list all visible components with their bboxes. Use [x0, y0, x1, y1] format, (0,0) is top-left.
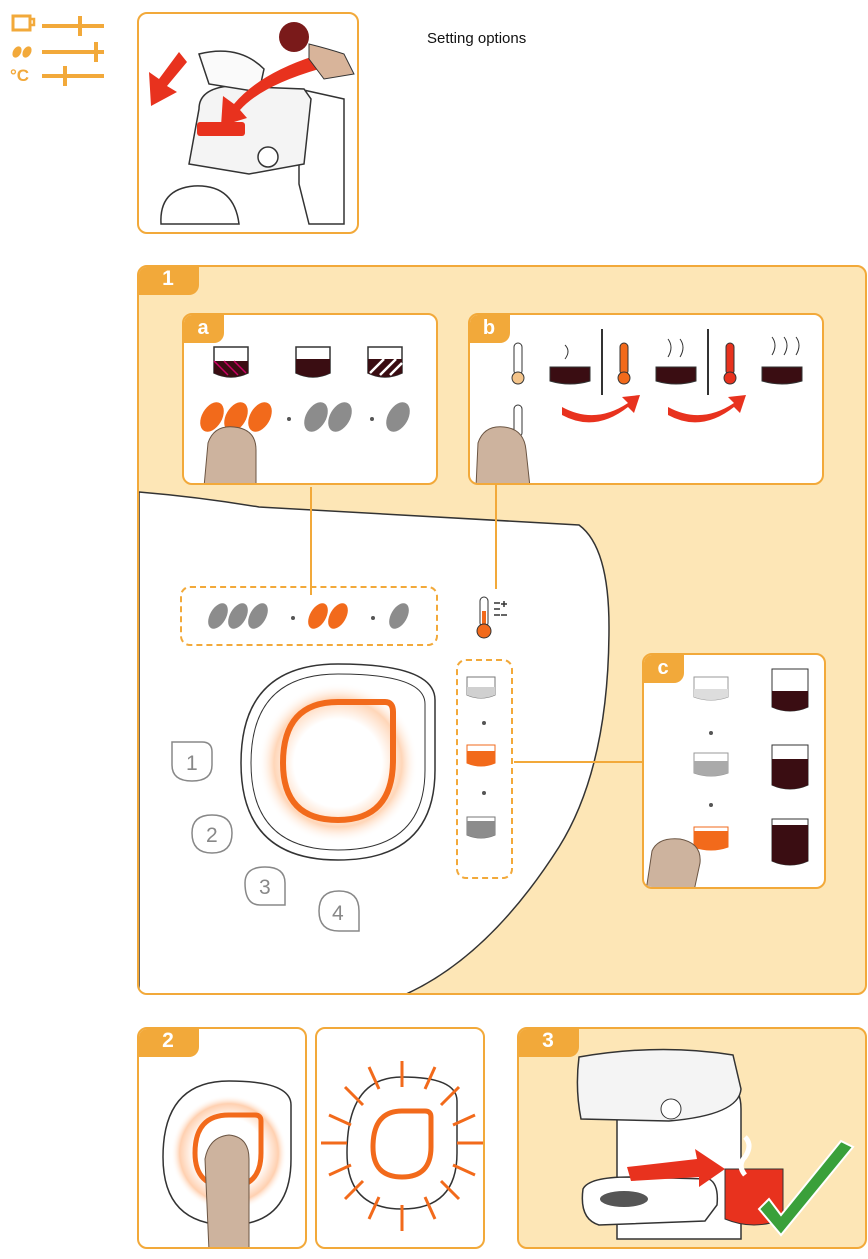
page-title: Setting options [427, 30, 527, 47]
low-temp-cup-icon [549, 344, 591, 385]
temperature-subpanel: b [468, 313, 824, 485]
strength-setting-icon [12, 42, 104, 62]
step-2-panel-glow [315, 1027, 485, 1249]
step-2-label: 2 [139, 1029, 199, 1057]
thermometer-icon [476, 596, 507, 639]
medium-coffee-cup-icon [295, 346, 331, 378]
drip-tray [581, 1176, 719, 1226]
finger-pressing-icon [203, 426, 257, 483]
cup-size-subpanel: c [642, 653, 826, 889]
step-3-panel: 3 [517, 1027, 867, 1249]
finger-pressing-icon [204, 1134, 250, 1247]
thermometer-high-icon [723, 342, 737, 385]
temperature-button[interactable] [474, 593, 514, 645]
svg-text:2: 2 [206, 824, 218, 847]
step-3-label: 3 [519, 1029, 579, 1057]
program-button-3[interactable]: 3 [240, 863, 290, 911]
two-beans-icon [304, 402, 352, 432]
strength-subpanel: a [182, 313, 438, 485]
start-drop-icon [279, 699, 396, 824]
arrow-right-icon [627, 1149, 725, 1187]
finger-pressing-icon [646, 838, 701, 887]
high-temp-cup-icon [761, 336, 803, 385]
settings-legend: °C [8, 8, 108, 86]
mild-coffee-cup-icon [367, 346, 403, 378]
svg-text:1: 1 [186, 752, 198, 775]
finger-pressing-icon [475, 426, 531, 483]
machine-lid [576, 1048, 742, 1122]
three-beans-icon [200, 402, 272, 432]
mid-temp-cup-icon [655, 338, 697, 385]
cup-size-setting-icon [11, 14, 104, 36]
insert-pod-illustration [137, 12, 359, 234]
strength-indicator [180, 586, 438, 646]
thermometer-mid-icon [617, 342, 631, 385]
one-bean-icon [386, 402, 410, 432]
subpanel-c-label: c [644, 655, 684, 683]
program-button-2[interactable]: 2 [187, 810, 237, 858]
program-button-4[interactable]: 4 [314, 887, 364, 935]
arrow-right-icon [562, 395, 640, 423]
program-button-1[interactable]: 1 [167, 737, 217, 785]
thermometer-low-icon [511, 342, 525, 385]
step-1-panel: 1 a [137, 265, 867, 995]
start-button[interactable] [235, 660, 441, 866]
start-drop-icon [370, 1108, 434, 1180]
temp-symbol: °C [10, 66, 29, 85]
small-mug-filled-icon [771, 668, 809, 712]
subpanel-a-label: a [184, 315, 224, 343]
glow-rays-icon [321, 1061, 483, 1231]
strong-coffee-cup-icon [213, 346, 249, 378]
medium-cup-icon [693, 752, 729, 777]
small-cup-icon [693, 676, 729, 701]
large-cup-icon [693, 826, 729, 851]
checkmark-icon [757, 1139, 855, 1237]
subpanel-b-label: b [470, 315, 510, 343]
step-1-label: 1 [139, 267, 199, 295]
cup-size-indicator [456, 659, 513, 879]
step-2-panel-press: 2 [137, 1027, 307, 1249]
arrow-right-icon [668, 395, 746, 423]
temperature-setting-icon: °C [10, 66, 104, 86]
svg-text:3: 3 [259, 876, 271, 899]
large-mug-filled-icon [771, 818, 809, 866]
medium-mug-filled-icon [771, 744, 809, 790]
svg-text:4: 4 [332, 902, 344, 925]
